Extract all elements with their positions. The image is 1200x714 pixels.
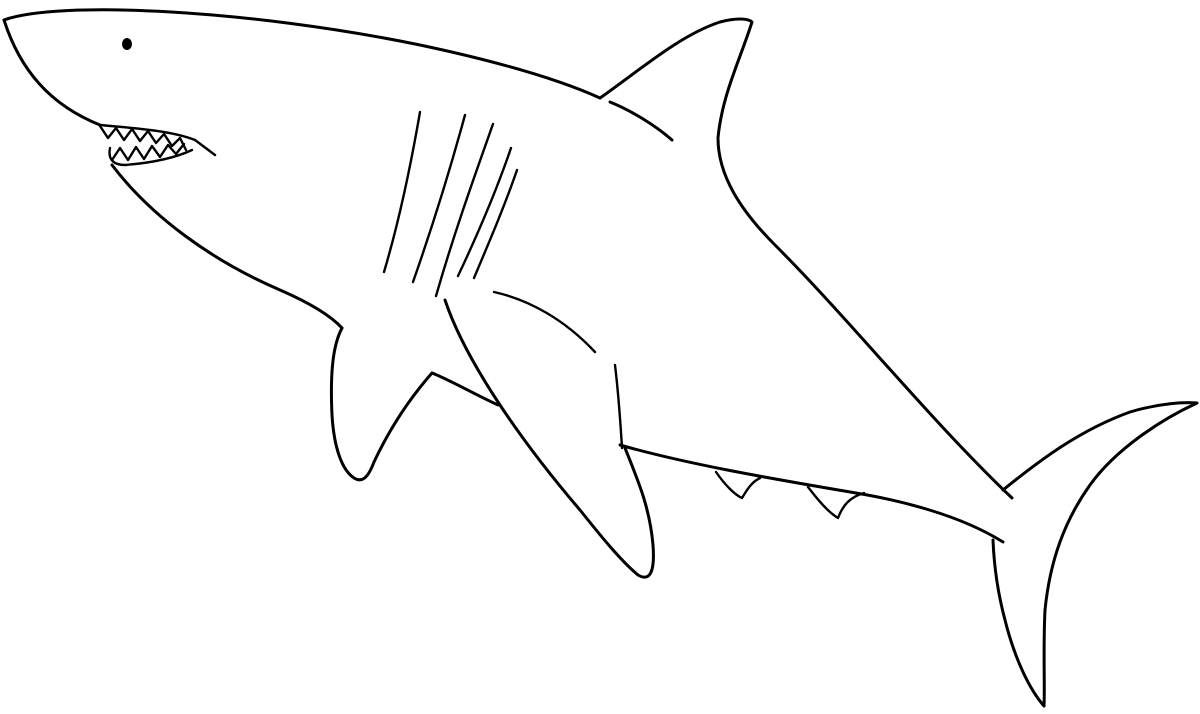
shark-dorsal-fin	[598, 17, 754, 140]
shark-pectoral-fin-crease	[492, 290, 597, 354]
shark-upper-jaw	[98, 123, 217, 157]
shark-pelvic-fin-front	[329, 326, 434, 482]
shark-body-crease	[613, 363, 624, 450]
shark-tail-fin	[991, 401, 1199, 708]
shark-anal-fin-2	[806, 485, 866, 520]
shark-gill-5	[472, 168, 519, 280]
shark-gill-2	[411, 113, 467, 284]
shark-lower-teeth	[110, 142, 186, 162]
shark-lower-belly	[618, 443, 1005, 544]
shark-eye	[122, 38, 132, 50]
shark-back-to-tail	[608, 100, 674, 142]
shark-upper-teeth	[98, 124, 188, 152]
shark-lower-jaw	[108, 146, 194, 167]
shark-snout-underside	[2, 18, 102, 127]
shark-gill-4	[456, 146, 513, 278]
shark-belly-outline	[430, 371, 500, 407]
shark-throat-outline	[110, 163, 344, 330]
shark-gill-3	[434, 122, 495, 298]
shark-upper-flank	[716, 136, 1014, 500]
shark-gill-1	[382, 110, 422, 274]
shark-anal-fin-1	[714, 470, 762, 500]
shark-pectoral-fin	[443, 298, 655, 579]
shark-back-outline	[2, 8, 602, 100]
